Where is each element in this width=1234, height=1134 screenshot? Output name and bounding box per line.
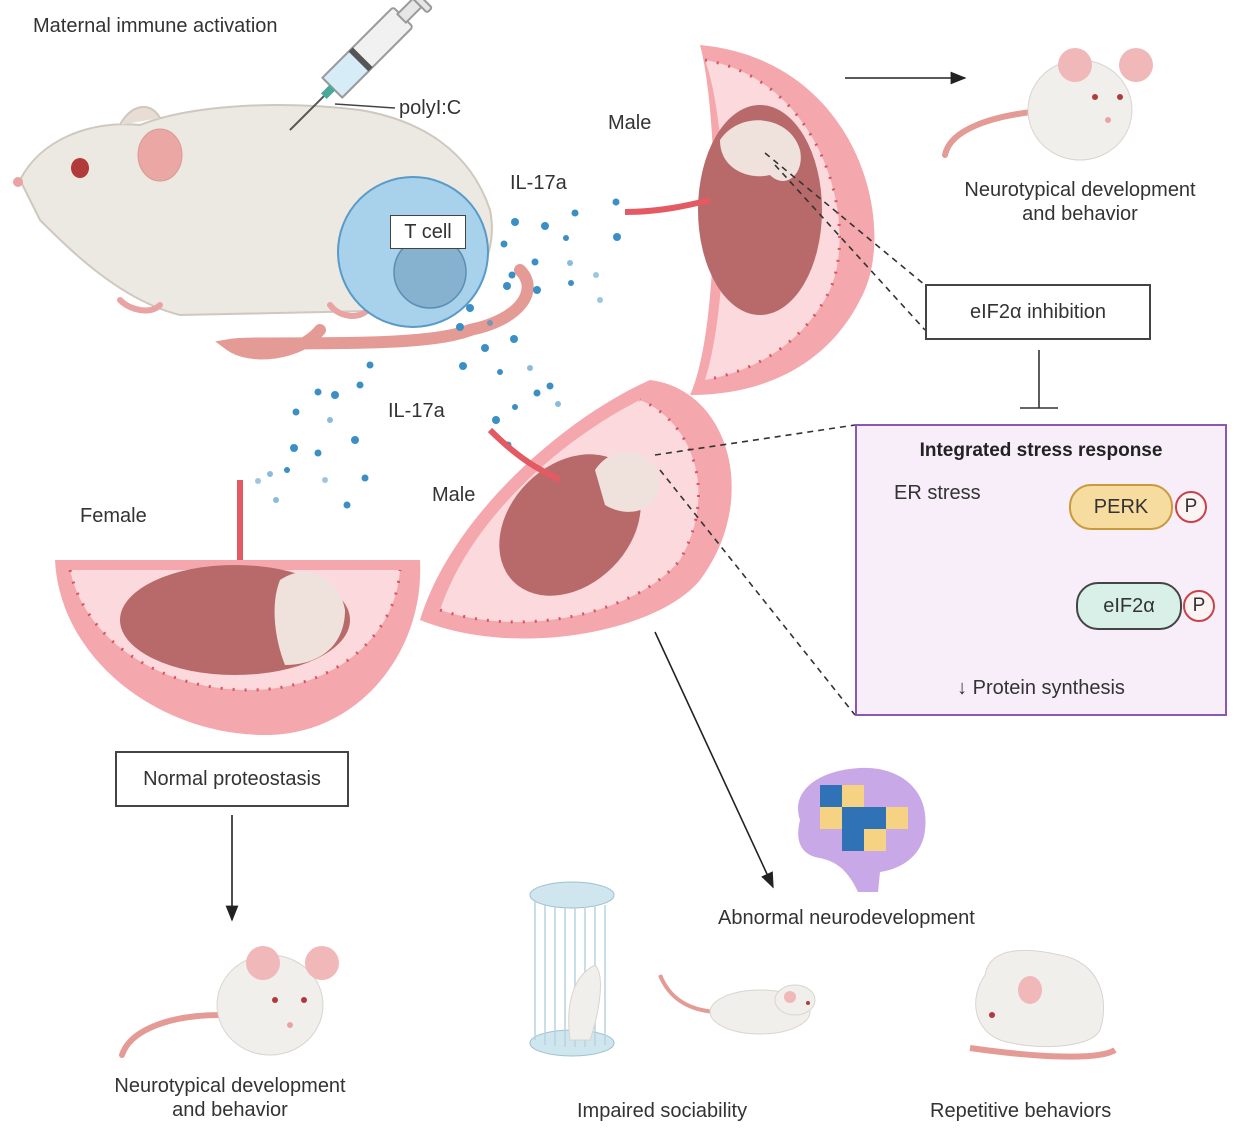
outcome-neurotypical-top-line1: Neurotypical development	[964, 179, 1196, 201]
il17a-label-bottom: IL-17a	[388, 400, 445, 422]
zoom-connector-lines	[654, 152, 926, 716]
arrow-to-abnormal	[654, 631, 774, 889]
eif2a-node: eIF2α	[1076, 582, 1182, 630]
perk-phospho-badge: P	[1175, 491, 1207, 523]
mouse-neurotypical-top-icon	[942, 48, 1153, 161]
cage-icon	[529, 881, 615, 1057]
outcome-neurotypical-female: Neurotypical development and behavior	[90, 1074, 370, 1122]
outcome-neurotypical-top-line2: and behavior	[1022, 203, 1138, 225]
cytokine-dots	[255, 198, 621, 509]
maternal-mouse-icon	[13, 104, 534, 360]
t-cell-icon	[337, 176, 489, 328]
puzzle-brain-icon	[798, 767, 926, 892]
male-label-top: Male	[608, 112, 652, 134]
il17a-label-top: IL-17a	[510, 172, 567, 194]
uterus-male-top-icon	[624, 45, 875, 395]
eif2a-phospho-badge: P	[1183, 590, 1215, 622]
repetitive-behaviors-label: Repetitive behaviors	[930, 1100, 1112, 1122]
mouse-grooming-icon	[969, 949, 1117, 1060]
outcome-neurotypical-female-line1: Neurotypical development	[114, 1075, 346, 1097]
polyic-label: polyI:C	[399, 97, 462, 119]
outcome-neurotypical-top: Neurotypical development and behavior	[940, 178, 1220, 226]
syringe-icon	[289, 0, 433, 131]
t-cell-label: T cell	[390, 215, 466, 249]
normal-proteostasis-box: Normal proteostasis	[115, 751, 349, 807]
uterus-male-middle-icon	[420, 380, 732, 639]
male-label-middle: Male	[432, 484, 476, 506]
mouse-neurotypical-female-icon	[119, 946, 339, 1058]
outcome-neurotypical-female-line2: and behavior	[172, 1099, 288, 1121]
uterus-female-icon	[55, 480, 421, 735]
perk-node: PERK	[1069, 484, 1173, 530]
polyic-leader-line	[334, 103, 396, 109]
inhibition-bar-icon	[1020, 350, 1058, 409]
title-maternal-immune-activation: Maternal immune activation	[33, 15, 278, 37]
impaired-sociability-label: Impaired sociability	[577, 1100, 748, 1122]
abnormal-neurodevelopment-label: Abnormal neurodevelopment	[718, 907, 975, 929]
mouse-walking-icon	[658, 974, 816, 1035]
isr-title: Integrated stress response	[919, 440, 1163, 461]
protein-synthesis-label: ↓ Protein synthesis	[957, 677, 1125, 699]
integrated-stress-response-panel: Integrated stress response ER stress PER…	[855, 424, 1227, 716]
female-label: Female	[80, 505, 147, 527]
eif2a-inhibition-box: eIF2α inhibition	[925, 284, 1151, 340]
er-stress-label: ER stress	[894, 482, 981, 504]
